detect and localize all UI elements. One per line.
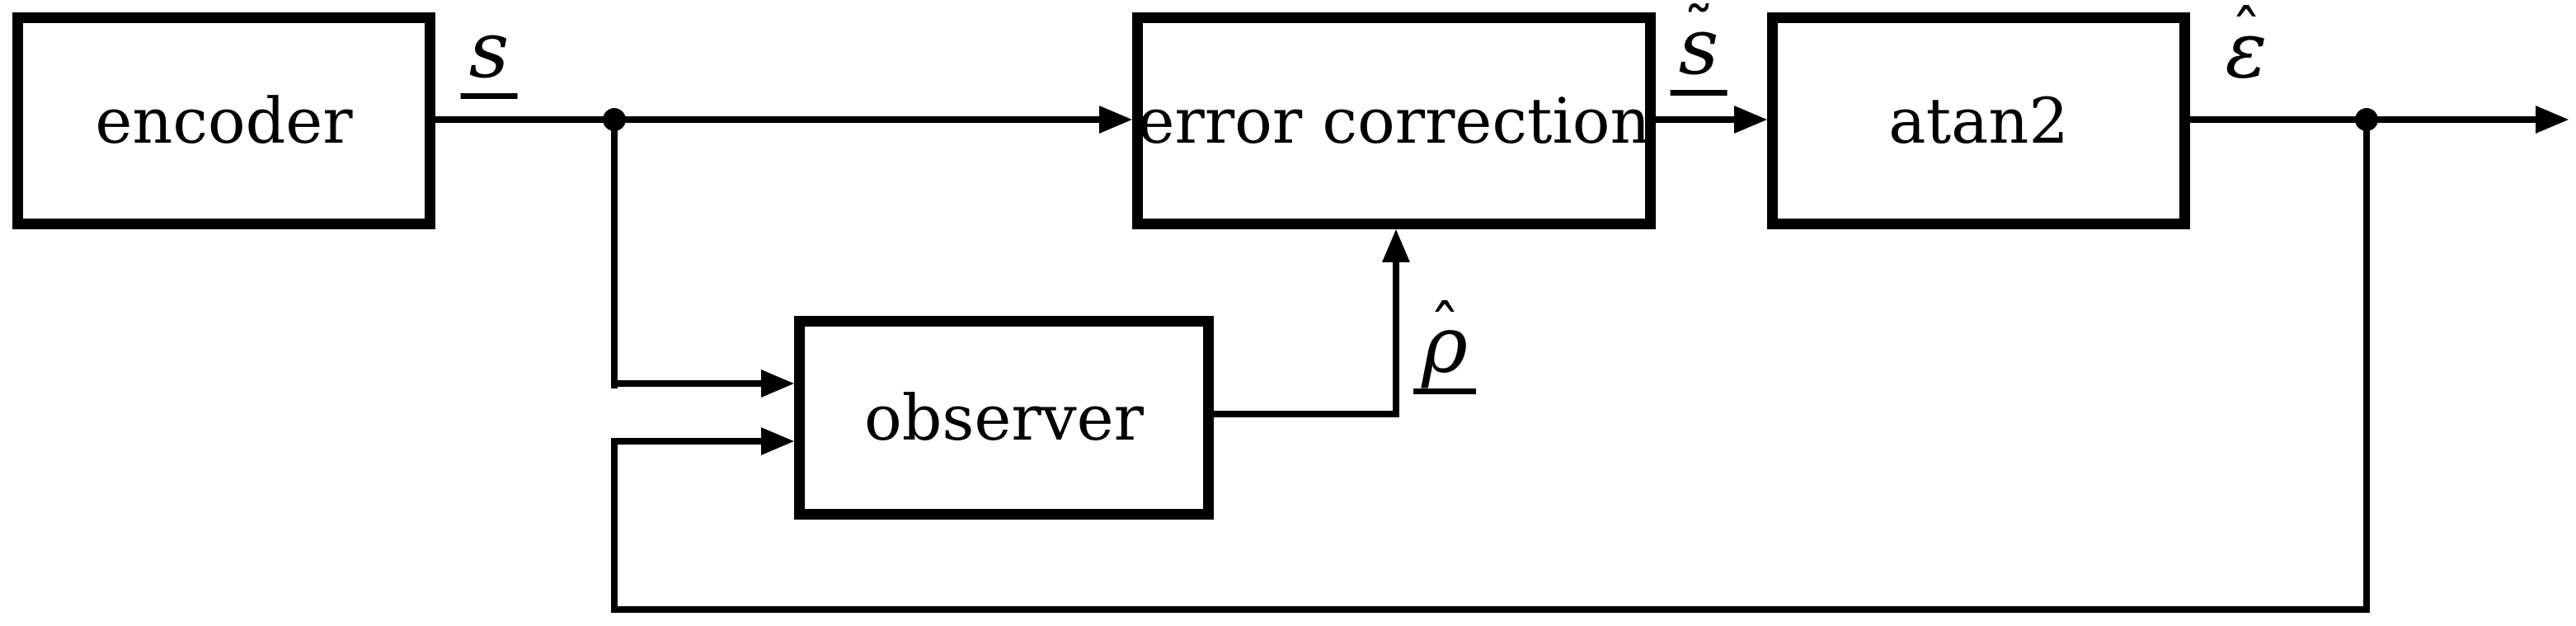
wire-observer-input-1 — [611, 380, 761, 387]
signal-label-epsilon-hat: ε ˆ — [2217, 2, 2276, 93]
atan2-label: atan2 — [1888, 83, 2069, 158]
wire-feedback-bottom — [611, 606, 2370, 613]
signal-label-s: s — [460, 12, 518, 99]
arrowhead-rho-into-error-correction — [1382, 229, 1410, 262]
signal-label-s-tilde: s ˜ — [1670, 0, 1728, 96]
observer-label: observer — [864, 380, 1144, 454]
wire-rho-to-error-correction — [1393, 239, 1399, 417]
wire-junction-down-to-observer — [611, 120, 618, 388]
signal-label-rho-hat: ρ ˆ — [1413, 298, 1476, 394]
hat-accent: ˆ — [2230, 0, 2262, 71]
arrowhead-into-atan2 — [1734, 106, 1767, 134]
atan2-block: atan2 — [1767, 12, 2190, 229]
arrowhead-into-error-correction — [1099, 106, 1132, 134]
observer-block: observer — [794, 316, 1214, 520]
encoder-block: encoder — [12, 12, 435, 229]
wire-observer-input-2 — [611, 438, 761, 445]
signal-s-base: s — [468, 5, 510, 96]
wire-encoder-to-error-correction — [435, 116, 1099, 123]
error-correction-block: error correction — [1132, 12, 1656, 229]
signal-rho-base: ρ — [1422, 300, 1468, 391]
arrowhead-diagram-output — [2536, 106, 2569, 134]
wire-error-correction-to-atan2 — [1656, 116, 1734, 123]
arrowhead-observer-input-2 — [761, 427, 794, 455]
hat-accent: ˆ — [1428, 292, 1460, 366]
error-correction-label: error correction — [1137, 83, 1651, 158]
wire-feedback-rise — [611, 438, 618, 613]
wire-feedback-drop — [2363, 120, 2370, 613]
junction-dot-epsilon — [2355, 108, 2378, 131]
signal-epsilon-base: ε — [2225, 5, 2268, 96]
junction-dot-s — [603, 108, 626, 131]
encoder-label: encoder — [95, 83, 353, 158]
signal-s-tilde-base: s — [1678, 2, 1719, 92]
wire-observer-output — [1214, 411, 1399, 417]
arrowhead-observer-input-1 — [761, 369, 794, 398]
tilde-accent: ˜ — [1682, 0, 1714, 68]
